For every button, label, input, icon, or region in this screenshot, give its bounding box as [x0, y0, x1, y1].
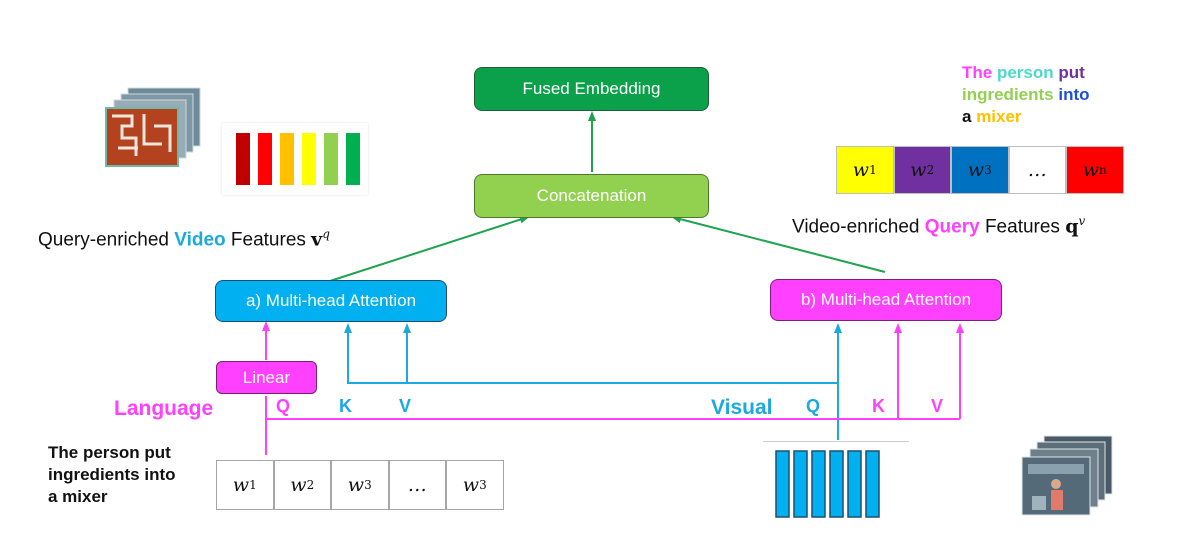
k-left-label: K — [339, 396, 352, 416]
linear-box: Linear — [216, 361, 317, 394]
word-cell-symbol: … — [407, 474, 427, 496]
visual-feature-bar — [811, 450, 826, 518]
video-feature-bars — [236, 133, 360, 185]
qv-symbol: q — [1065, 215, 1079, 238]
k-right-label: K — [872, 396, 885, 416]
visual-label: Visual — [711, 396, 773, 419]
fused-embedding-box: Fused Embedding — [474, 67, 709, 111]
word-cell: … — [1008, 146, 1066, 194]
word-cell-symbol: … — [1027, 159, 1047, 181]
mha-b-to-concat-arrow — [671, 215, 886, 273]
word-cell-symbol: w — [1082, 159, 1100, 181]
word-cell-symbol: w — [852, 159, 870, 181]
word-cell-subscript: 2 — [306, 478, 315, 492]
video-feature-bar — [236, 133, 250, 185]
visual-frames-icon — [1021, 435, 1113, 516]
word-cell-subscript: 3 — [984, 163, 992, 177]
video-feature-bar — [302, 133, 316, 185]
video-features-label: Query-enriched Video Features vq — [38, 227, 330, 251]
visual-feature-bar — [865, 450, 880, 518]
word-cell-subscript: n — [1099, 163, 1107, 177]
word-cell-subscript: 2 — [926, 163, 935, 177]
video-frames-icon — [105, 87, 201, 167]
word-cell: … — [388, 460, 446, 510]
word-cell-subscript: 3 — [479, 478, 487, 492]
visual-feature-bars — [775, 450, 880, 518]
word-cell-symbol: w — [967, 159, 985, 181]
visual-feature-bar — [829, 450, 844, 518]
video-feature-bar — [280, 133, 294, 185]
concatenation-box: Concatenation — [474, 174, 709, 218]
q-left-label: Q — [276, 396, 291, 416]
vq-symbol: v — [311, 228, 323, 251]
word-cell-symbol: w — [290, 474, 307, 496]
word-cell-symbol: w — [232, 474, 250, 496]
word-cell-subscript: 1 — [249, 478, 257, 492]
word-cell-symbol: w — [347, 474, 365, 496]
v-left-label: V — [399, 396, 412, 416]
mha-a-to-concat-arrow — [329, 215, 530, 282]
visual-feature-bar — [793, 450, 808, 518]
video-feature-bar — [258, 133, 272, 185]
query-features-label: Video-enriched Query Features qv — [792, 214, 1086, 238]
multihead-attention-b-box: b) Multi-head Attention — [770, 279, 1002, 321]
colored-caption: The person put ingredients into a mixer — [962, 63, 1090, 126]
visual-kv-line — [347, 330, 838, 384]
video-feature-bar — [346, 133, 360, 185]
language-label: Language — [114, 397, 214, 420]
word-cell-symbol: w — [910, 159, 927, 181]
video-highlight: Video — [174, 229, 226, 251]
v-right-label: V — [931, 396, 944, 416]
visual-feature-bar — [775, 450, 790, 518]
query-highlight: Query — [924, 216, 980, 238]
multihead-attention-a-box: a) Multi-head Attention — [215, 280, 447, 322]
word-cell-subscript: 3 — [364, 478, 372, 492]
video-feature-bar — [324, 133, 338, 185]
visual-feature-bar — [847, 450, 862, 518]
language-caption: The person put ingredients into a mixer — [48, 443, 176, 506]
q-right-label: Q — [806, 396, 821, 416]
word-cell-symbol: w — [462, 474, 480, 496]
word-cell-subscript: 1 — [869, 163, 877, 177]
